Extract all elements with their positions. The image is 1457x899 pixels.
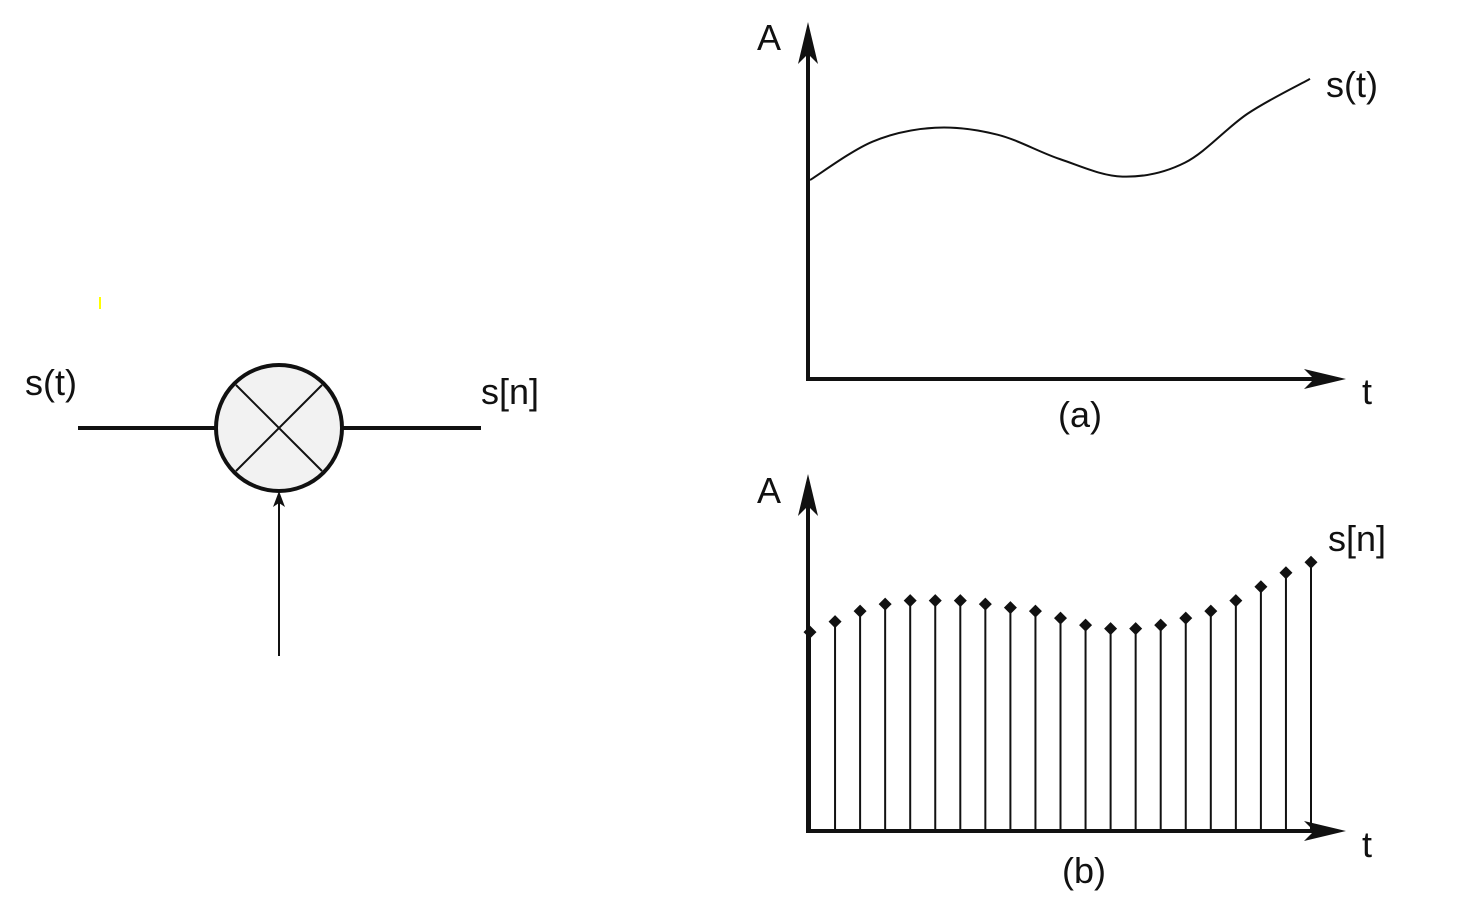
sample-point bbox=[1254, 580, 1268, 594]
plot-caption: (b) bbox=[1062, 850, 1106, 891]
sample-point bbox=[1279, 566, 1293, 580]
sample-point bbox=[878, 597, 892, 611]
signal-curve bbox=[809, 77, 1311, 181]
sampler-block: s(t) s[n] bbox=[25, 362, 539, 656]
sample-point bbox=[978, 597, 992, 611]
sample-point bbox=[828, 615, 842, 629]
plot-b: A t s[n] (b) bbox=[757, 470, 1386, 891]
sample-point bbox=[1003, 601, 1017, 615]
signal-label: s[n] bbox=[1328, 518, 1386, 559]
sample-point bbox=[1154, 618, 1168, 632]
sample-point bbox=[1129, 622, 1143, 636]
multiplier-cross-line bbox=[235, 384, 323, 472]
sample-point bbox=[1104, 622, 1118, 636]
x-axis-arrowhead bbox=[1304, 821, 1346, 841]
signal-label: s(t) bbox=[1326, 64, 1378, 105]
x-axis-label: t bbox=[1362, 824, 1372, 865]
plot-a: A t s(t) (a) bbox=[757, 17, 1378, 435]
output-label: s[n] bbox=[481, 371, 539, 412]
sampling-arrowhead bbox=[273, 491, 285, 507]
sample-point bbox=[953, 594, 967, 608]
x-axis-arrowhead bbox=[1304, 369, 1346, 389]
plot-caption: (a) bbox=[1058, 394, 1102, 435]
sample-point bbox=[1204, 604, 1218, 618]
y-axis-label: A bbox=[757, 17, 781, 58]
y-axis-label: A bbox=[757, 470, 781, 511]
input-label: s(t) bbox=[25, 362, 77, 403]
sample-point bbox=[1028, 604, 1042, 618]
y-axis-arrowhead bbox=[798, 474, 818, 516]
sample-stems bbox=[803, 555, 1318, 831]
sample-point bbox=[1179, 611, 1193, 625]
y-axis-arrowhead bbox=[798, 22, 818, 64]
sample-point bbox=[928, 594, 942, 608]
sample-point bbox=[1304, 555, 1318, 569]
sample-point bbox=[853, 604, 867, 618]
x-axis-label: t bbox=[1362, 371, 1372, 412]
sample-point bbox=[1229, 594, 1243, 608]
sample-point bbox=[903, 594, 917, 608]
sample-point bbox=[1054, 611, 1067, 625]
sample-point bbox=[1079, 618, 1093, 632]
